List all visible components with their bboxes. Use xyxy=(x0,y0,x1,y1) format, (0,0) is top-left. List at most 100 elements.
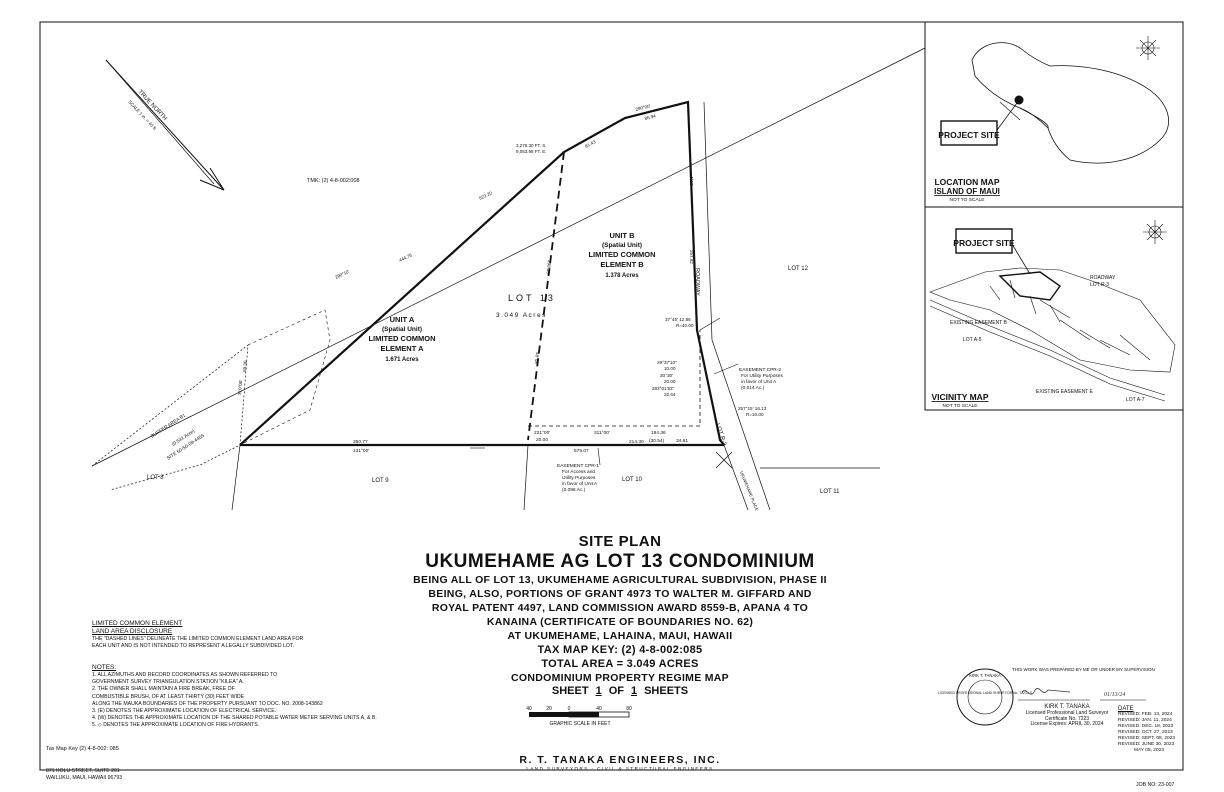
dim-214-30: 214.30 xyxy=(629,439,644,445)
project-site-dot xyxy=(1014,95,1024,105)
surveyor-seal xyxy=(956,668,1014,726)
dim-131-00: 131°00' xyxy=(353,448,369,454)
compass-rose-location xyxy=(1136,36,1160,60)
lot-11-label: LOT 11 xyxy=(820,489,840,495)
vicinity-project-site-label: PROJECT SITE xyxy=(953,238,1015,248)
surveyor-name: KIRK T. TANAKA xyxy=(1044,704,1090,710)
scale-tick-2: 0 xyxy=(568,706,571,712)
unit-a-title: UNIT A xyxy=(390,315,415,324)
vicinity-roadway-label: ROADWAY xyxy=(1090,275,1116,281)
dim-290-10: 290°10' xyxy=(334,269,350,280)
unit-a-lce2: ELEMENT A xyxy=(380,344,424,353)
vicinity-lot-r3-label: LOT R-3 xyxy=(1090,282,1109,288)
revision-7: MAY 08, 2023 xyxy=(1134,748,1164,753)
dim-20-00: 20.00 xyxy=(536,437,548,443)
vicinity-linework xyxy=(929,267,1176,402)
revision-5: REVISED: SEPT. 08, 2023 xyxy=(1118,736,1176,741)
vicinity-easement-e: EXISTING EASEMENT E xyxy=(1036,389,1094,395)
scale-tick-3: 40 xyxy=(596,706,602,712)
notes-block: NOTES: 1. ALL AZIMUTHS AND RECORD COORDI… xyxy=(92,664,377,730)
coordinate-east: 9,053.98 FT. E. xyxy=(516,149,547,154)
dim-30-54: (30.54) xyxy=(649,438,665,444)
unit-a-lce1: LIMITED COMMON xyxy=(368,334,435,343)
note-1b: GOVERNMENT SURVEY TRIANGULATION STATION … xyxy=(92,679,244,686)
dim-curve-37-45: 37°45' 12.86 xyxy=(665,317,691,322)
dim-20-30: 20°30' xyxy=(660,373,673,378)
note-4: 4. (W) DENOTES THE APPROXIMATE LOCATION … xyxy=(92,715,377,722)
sheet-total: 1 xyxy=(630,685,638,697)
sheet-count: SHEET 1 OF 1 SHEETS xyxy=(300,685,940,697)
vicinity-lot-a5: LOT A-5 xyxy=(963,337,982,343)
unit-b-type: (Spatial Unit) xyxy=(602,242,642,249)
graphic-scale-bar xyxy=(529,711,630,718)
lce-heading-2: LAND AREA DISCLOSURE xyxy=(92,628,173,635)
lot-13-label: LOT 13 xyxy=(508,293,556,303)
easement-cpr1-line2: For Access and xyxy=(562,469,595,475)
note-1a: 1. ALL AZIMUTHS AND RECORD COORDINATES A… xyxy=(92,672,278,678)
location-project-site-box xyxy=(940,120,998,146)
description-line-2: BEING, ALSO, PORTIONS OF GRANT 4973 TO W… xyxy=(428,588,812,600)
company-block: R. T. TANAKA ENGINEERS, INC. LAND SURVEY… xyxy=(430,754,810,771)
lot-r3-label: LOT R-3 xyxy=(714,423,727,447)
dim-48-08: 48°08' xyxy=(534,352,540,365)
revision-6: REVISED: JUNE 30, 2023 xyxy=(1118,742,1175,747)
dim-32-64: 32.64 xyxy=(664,392,676,397)
revision-4: REVISED: OCT. 27, 2023 xyxy=(1118,730,1173,735)
location-map-title: LOCATION MAP xyxy=(934,177,999,187)
note-2a: 2. THE OWNER SHALL MAINTAIN A FIRE BREAK… xyxy=(92,686,235,693)
vicinity-map-scale-note: NOT TO SCALE xyxy=(943,403,978,409)
dim-81-43: 81.43 xyxy=(584,139,597,149)
dim-4-00: 4°00' xyxy=(689,176,694,186)
location-map-scale-note: NOT TO SCALE xyxy=(950,197,985,203)
dim-194-36: 194.36 xyxy=(651,430,666,436)
surveyor-cert-no: Certificate No. 7223 xyxy=(1044,715,1090,722)
dim-top-distance: 86.94 xyxy=(644,113,657,121)
easement-cpr1-line3: Utility Purposes xyxy=(562,475,596,481)
unit-b-title: UNIT B xyxy=(610,231,636,240)
sheet-number: 1 xyxy=(595,685,602,697)
vicinity-project-site-box xyxy=(955,228,1013,254)
unit-b-lce2: ELEMENT B xyxy=(600,260,644,269)
dim-radius-10: R=10.00 xyxy=(746,412,764,417)
signature-date: 01/13/24 xyxy=(1104,691,1125,698)
surveyor-signature xyxy=(1021,688,1071,695)
island-outline xyxy=(971,42,1169,164)
seal-name: KIRK T. TANAKA xyxy=(969,673,1001,678)
dim-34-61: 34.61 xyxy=(676,438,688,444)
lce-disclosure: LIMITED COMMON ELEMENT LAND AREA DISCLOS… xyxy=(92,620,303,650)
surveyor-title: Licensed Professional Land Surveyor xyxy=(1025,709,1109,716)
scale-tick-1: 20 xyxy=(546,706,552,712)
surveyor-license-expiry: License Expires: APRIL 30, 2024 xyxy=(1030,721,1104,728)
lce-heading-1: LIMITED COMMON ELEMENT xyxy=(92,620,183,627)
vicinity-map-title: VICINITY MAP xyxy=(932,392,989,402)
revision-2: REVISED: JAN. 11, 2024 xyxy=(1118,718,1172,723)
lot-13-area: 3.049 Acres xyxy=(496,312,547,319)
of-word: OF xyxy=(608,685,624,697)
vicinity-map-frame xyxy=(924,206,1184,411)
revision-dates: DATE REVISED: FEB. 13, 2024 REVISED: JAN… xyxy=(1118,706,1175,754)
easement-cpr1-area: (0.098 Ac.) xyxy=(562,487,586,493)
unit-a-type: (Spatial Unit) xyxy=(382,326,422,333)
address-line-2: WAILUKU, MAUI, HAWAII 96793 xyxy=(46,774,123,781)
company-subtitle: LAND SURVEYORS - CIVIL & STRUCTURAL ENGI… xyxy=(526,766,714,771)
easement-cpr2-line3: in favor of Unit A xyxy=(741,379,777,385)
easement-cpr2-line2: For Utility Purposes xyxy=(741,373,783,379)
dim-444-76: 444.76 xyxy=(398,252,413,263)
location-project-site-label: PROJECT SITE xyxy=(938,130,1000,140)
company-address: 871 KOLU STREET, SUITE 201 WAILUKU, MAUI… xyxy=(46,768,122,781)
project-name: UKUMEHAME AG LOT 13 CONDOMINIUM xyxy=(425,551,815,572)
revision-3: REVISED: DEC. 18, 2023 xyxy=(1118,724,1174,729)
unit-a-area: 1.671 Acres xyxy=(385,357,419,363)
company-name: R. T. TANAKA ENGINEERS, INC. xyxy=(519,754,721,766)
regime-map-label: CONDOMINIUM PROPERTY REGIME MAP xyxy=(511,672,729,684)
dim-360-77: 360.77 xyxy=(353,439,368,445)
scale-tick-4: 80 xyxy=(626,706,632,712)
address-line-1: 871 KOLU STREET, SUITE 201 xyxy=(46,768,120,774)
dim-257-15: 257°15' 16.13 xyxy=(738,406,767,411)
job-number: JOB NO: 23-007 xyxy=(1136,782,1175,788)
dim-radius-40: R=40.00 xyxy=(676,323,694,328)
compass-rose-vicinity xyxy=(1143,220,1167,244)
vicinity-easement-b: EXISTING EASEMENT B xyxy=(950,320,1008,326)
dim-298-33: 298.33 xyxy=(546,260,552,275)
